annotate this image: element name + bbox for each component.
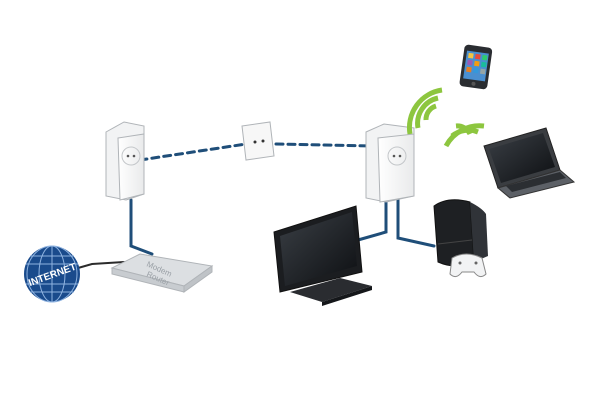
globe-icon [26,245,78,303]
internet-cable [77,261,125,269]
television [273,205,372,306]
gamepad [449,253,487,278]
powerline-link-right [274,142,374,148]
powerline-adapter-left [105,121,145,201]
wall-socket [241,121,275,161]
tv-icon [273,205,372,306]
router-adapter-cable [129,198,154,256]
wall-socket-icon [253,139,265,144]
adapter-console-cable [396,194,436,248]
smartphone-icon [459,44,493,90]
laptop-icon [483,127,576,199]
wifi-waves-icon [406,87,485,148]
powerline-link-left [138,142,248,162]
cables [77,142,436,269]
powerline-adapter-wifi-icon [387,146,407,166]
internet-globe: INTERNET [24,245,80,303]
powerline-adapter-icon [121,146,141,166]
laptop [483,127,576,199]
game-console [433,199,488,267]
game-console-icon [433,199,488,267]
powerline-adapter-right [365,123,415,203]
gamepad-icon [449,253,487,278]
modem-router: Modem Router [110,253,214,293]
smartphone [459,44,493,90]
adapter-tv-cable [356,194,388,242]
